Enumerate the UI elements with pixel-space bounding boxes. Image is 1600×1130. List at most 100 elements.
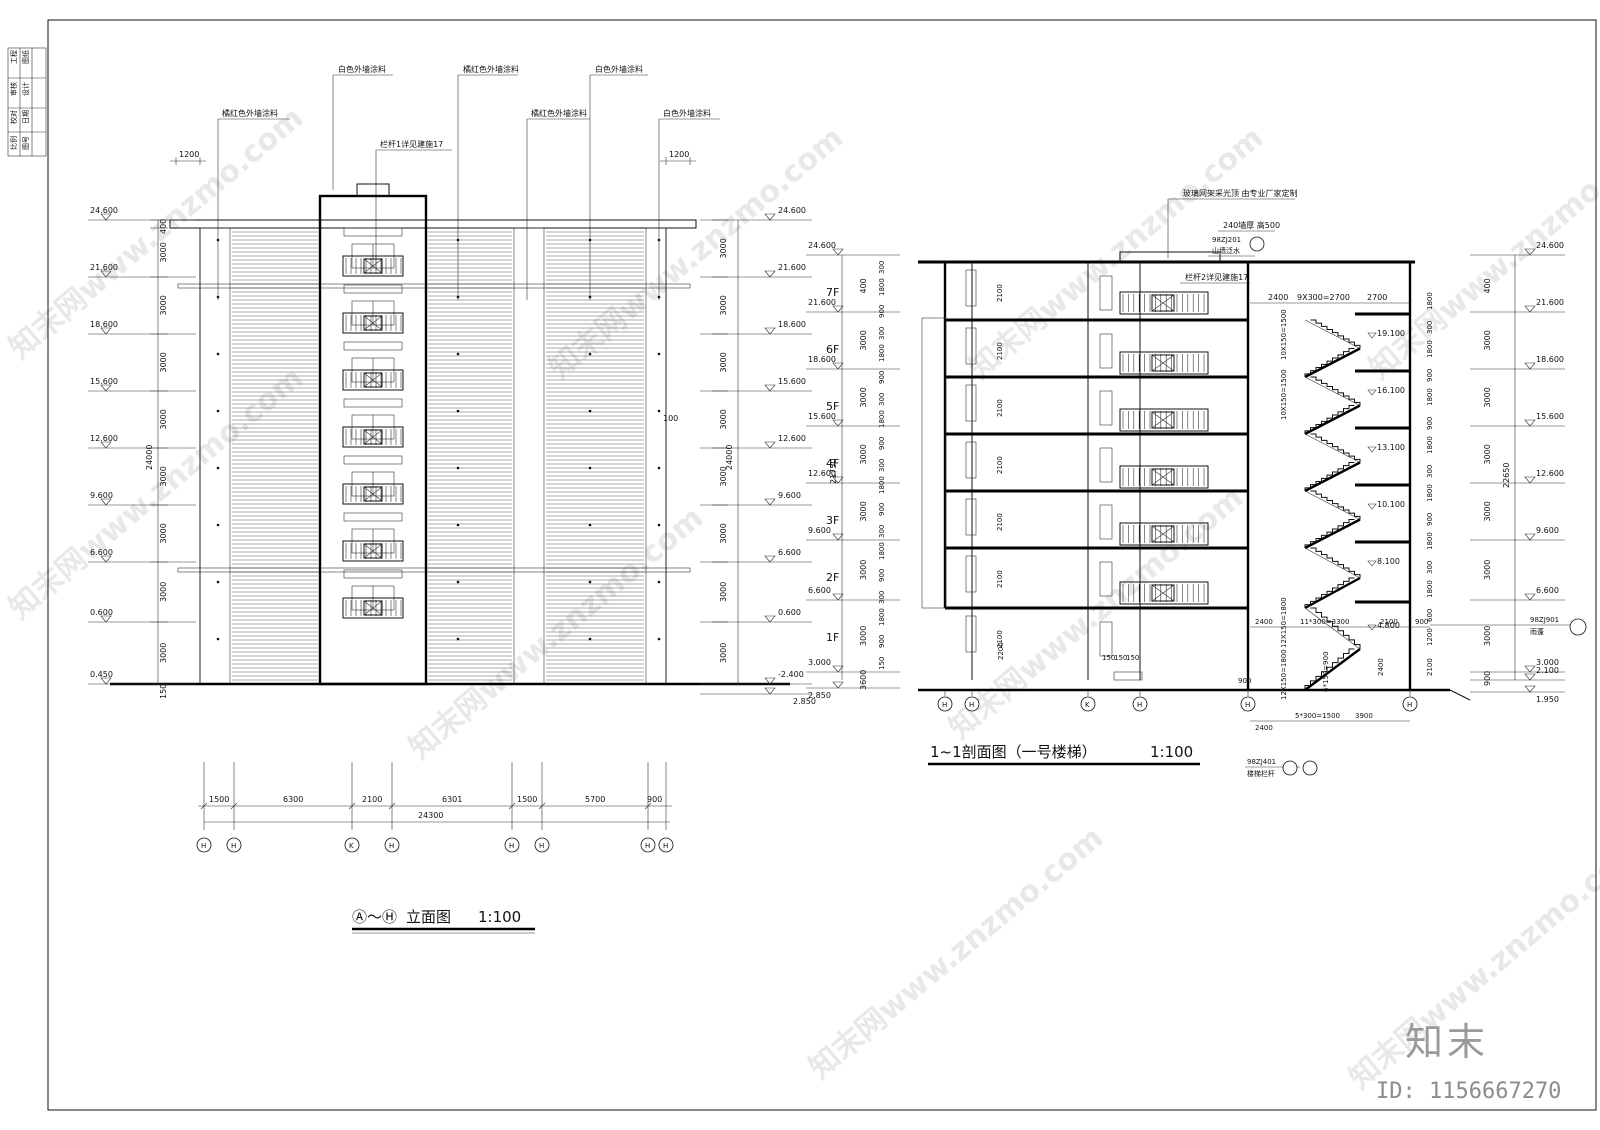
level-marker bbox=[764, 555, 776, 563]
dim-label: 3000 bbox=[159, 466, 168, 486]
facade-dot bbox=[456, 238, 460, 242]
balcony-railing bbox=[342, 483, 404, 505]
level-marker bbox=[832, 593, 844, 601]
level-marker bbox=[832, 665, 844, 673]
level-marker bbox=[1524, 419, 1536, 427]
dim-label: 3000 bbox=[159, 523, 168, 543]
dim-label: 1800 bbox=[878, 278, 886, 296]
window-height: 2100 bbox=[996, 570, 1004, 588]
stair-stringer bbox=[1304, 461, 1361, 493]
level-label: 15.600 bbox=[778, 377, 806, 386]
section-railing bbox=[1119, 581, 1209, 605]
facade-dot bbox=[657, 295, 661, 299]
dim-label: 900 bbox=[878, 635, 886, 648]
floor-label: 1F bbox=[826, 631, 839, 644]
dim-label: 3000 bbox=[859, 330, 868, 350]
title-block-cell: 比例 bbox=[9, 136, 18, 150]
dim-label: 3000 bbox=[719, 409, 728, 429]
entry-step bbox=[1113, 671, 1143, 681]
dim-label: 1800 bbox=[878, 608, 886, 626]
balcony-railing bbox=[342, 255, 404, 277]
section-total-left: 21750 bbox=[829, 459, 838, 484]
dim-label: 3000 bbox=[859, 387, 868, 407]
stair-bottom-dim: 5*300=1500 bbox=[1295, 712, 1340, 720]
facade-dot bbox=[216, 238, 220, 242]
section-door bbox=[1099, 561, 1113, 597]
axis-bubble-label: H bbox=[1407, 701, 1412, 709]
material-label: 白色外墙涂料 bbox=[338, 64, 386, 74]
elevation-title-prefix: Ⓐ～Ⓗ bbox=[352, 908, 397, 926]
section-window bbox=[965, 498, 977, 536]
railing-cross bbox=[363, 600, 383, 616]
dim-label: 3000 bbox=[1483, 330, 1492, 350]
stair-stringer bbox=[1304, 319, 1361, 349]
section-title-main: 1~1剖面图（一号楼梯） bbox=[930, 743, 1097, 761]
floor-label: 4F bbox=[826, 457, 839, 470]
material-label: 橘红色外墙涂料 bbox=[531, 108, 587, 118]
level-label: -2.400 bbox=[778, 670, 804, 679]
title-block-cell: 审核 bbox=[9, 82, 18, 96]
stair-dim: 9X300=2700 bbox=[1297, 293, 1350, 302]
dim-label: 300 bbox=[1426, 321, 1434, 334]
dim-label: 3000 bbox=[719, 582, 728, 602]
railing-panel bbox=[1151, 354, 1175, 372]
dim-label: 300 bbox=[878, 327, 886, 340]
stair-stringer bbox=[1304, 404, 1361, 436]
dim-label: 150 bbox=[878, 657, 886, 670]
level-marker bbox=[832, 533, 844, 541]
section-total-right: 22650 bbox=[1502, 463, 1511, 488]
facade-dot bbox=[216, 295, 220, 299]
level-label: 2.850 bbox=[808, 691, 831, 700]
axis-bubble-label: H bbox=[969, 701, 974, 709]
tower-lintel bbox=[343, 455, 403, 465]
elevation-levels-right: 24.60021.60018.60015.60012.6009.6006.600… bbox=[700, 206, 816, 706]
misc-dim: 2400 bbox=[1377, 658, 1385, 676]
ref-note-bottom: 楼梯栏杆 bbox=[1247, 769, 1275, 778]
axis-bubble-label: H bbox=[539, 842, 544, 850]
level-marker bbox=[100, 441, 112, 449]
facade-stripes-left bbox=[216, 231, 318, 681]
stair-dim: 2400 bbox=[1268, 293, 1288, 302]
stair-stringer bbox=[1304, 518, 1361, 550]
level-label: 12.600 bbox=[808, 469, 836, 478]
facade-dot bbox=[657, 637, 661, 641]
axis-bubble-label: K bbox=[1085, 701, 1090, 709]
facade-dot bbox=[588, 637, 592, 641]
dim-label: 400 bbox=[159, 219, 168, 234]
stair-flight bbox=[1310, 433, 1361, 463]
stair-flight bbox=[1304, 648, 1355, 690]
dim-label: 900 bbox=[878, 503, 886, 516]
facade-dot bbox=[456, 295, 460, 299]
stair-bottom-dim: 900 bbox=[1415, 618, 1428, 626]
section-door bbox=[1099, 333, 1113, 369]
level-label: 6.600 bbox=[1536, 586, 1559, 595]
dim-label: 3000 bbox=[159, 295, 168, 315]
stair-flight bbox=[1310, 607, 1361, 649]
dim-tick bbox=[348, 802, 356, 810]
railing-cross bbox=[1151, 354, 1175, 372]
level-marker bbox=[1524, 248, 1536, 256]
window-height: 2100 bbox=[996, 342, 1004, 360]
level-marker bbox=[100, 270, 112, 278]
level-label: 0.600 bbox=[778, 608, 801, 617]
title-block-cell: 日期 bbox=[22, 110, 30, 124]
dim-label: 300 bbox=[878, 261, 886, 274]
level-marker bbox=[1524, 685, 1536, 693]
level-label: 12.600 bbox=[778, 434, 806, 443]
railing-cross bbox=[1151, 294, 1175, 312]
section-door bbox=[1099, 447, 1113, 483]
dim-label: 1800 bbox=[878, 410, 886, 428]
level-marker bbox=[1367, 560, 1377, 567]
stair-side-dim: 12X150=1800 bbox=[1280, 597, 1288, 648]
overhang-dim-left: 1200 bbox=[179, 150, 199, 159]
level-label: 18.600 bbox=[808, 355, 836, 364]
balcony-railing bbox=[342, 369, 404, 391]
level-label: 18.600 bbox=[1536, 355, 1564, 364]
facade-dot bbox=[657, 409, 661, 413]
stair-flight bbox=[1304, 405, 1355, 434]
landing-level-label: 16.100 bbox=[1377, 386, 1405, 395]
railing-panel bbox=[1151, 525, 1175, 543]
railing-cross bbox=[1151, 584, 1175, 602]
railing-cross bbox=[1151, 525, 1175, 543]
